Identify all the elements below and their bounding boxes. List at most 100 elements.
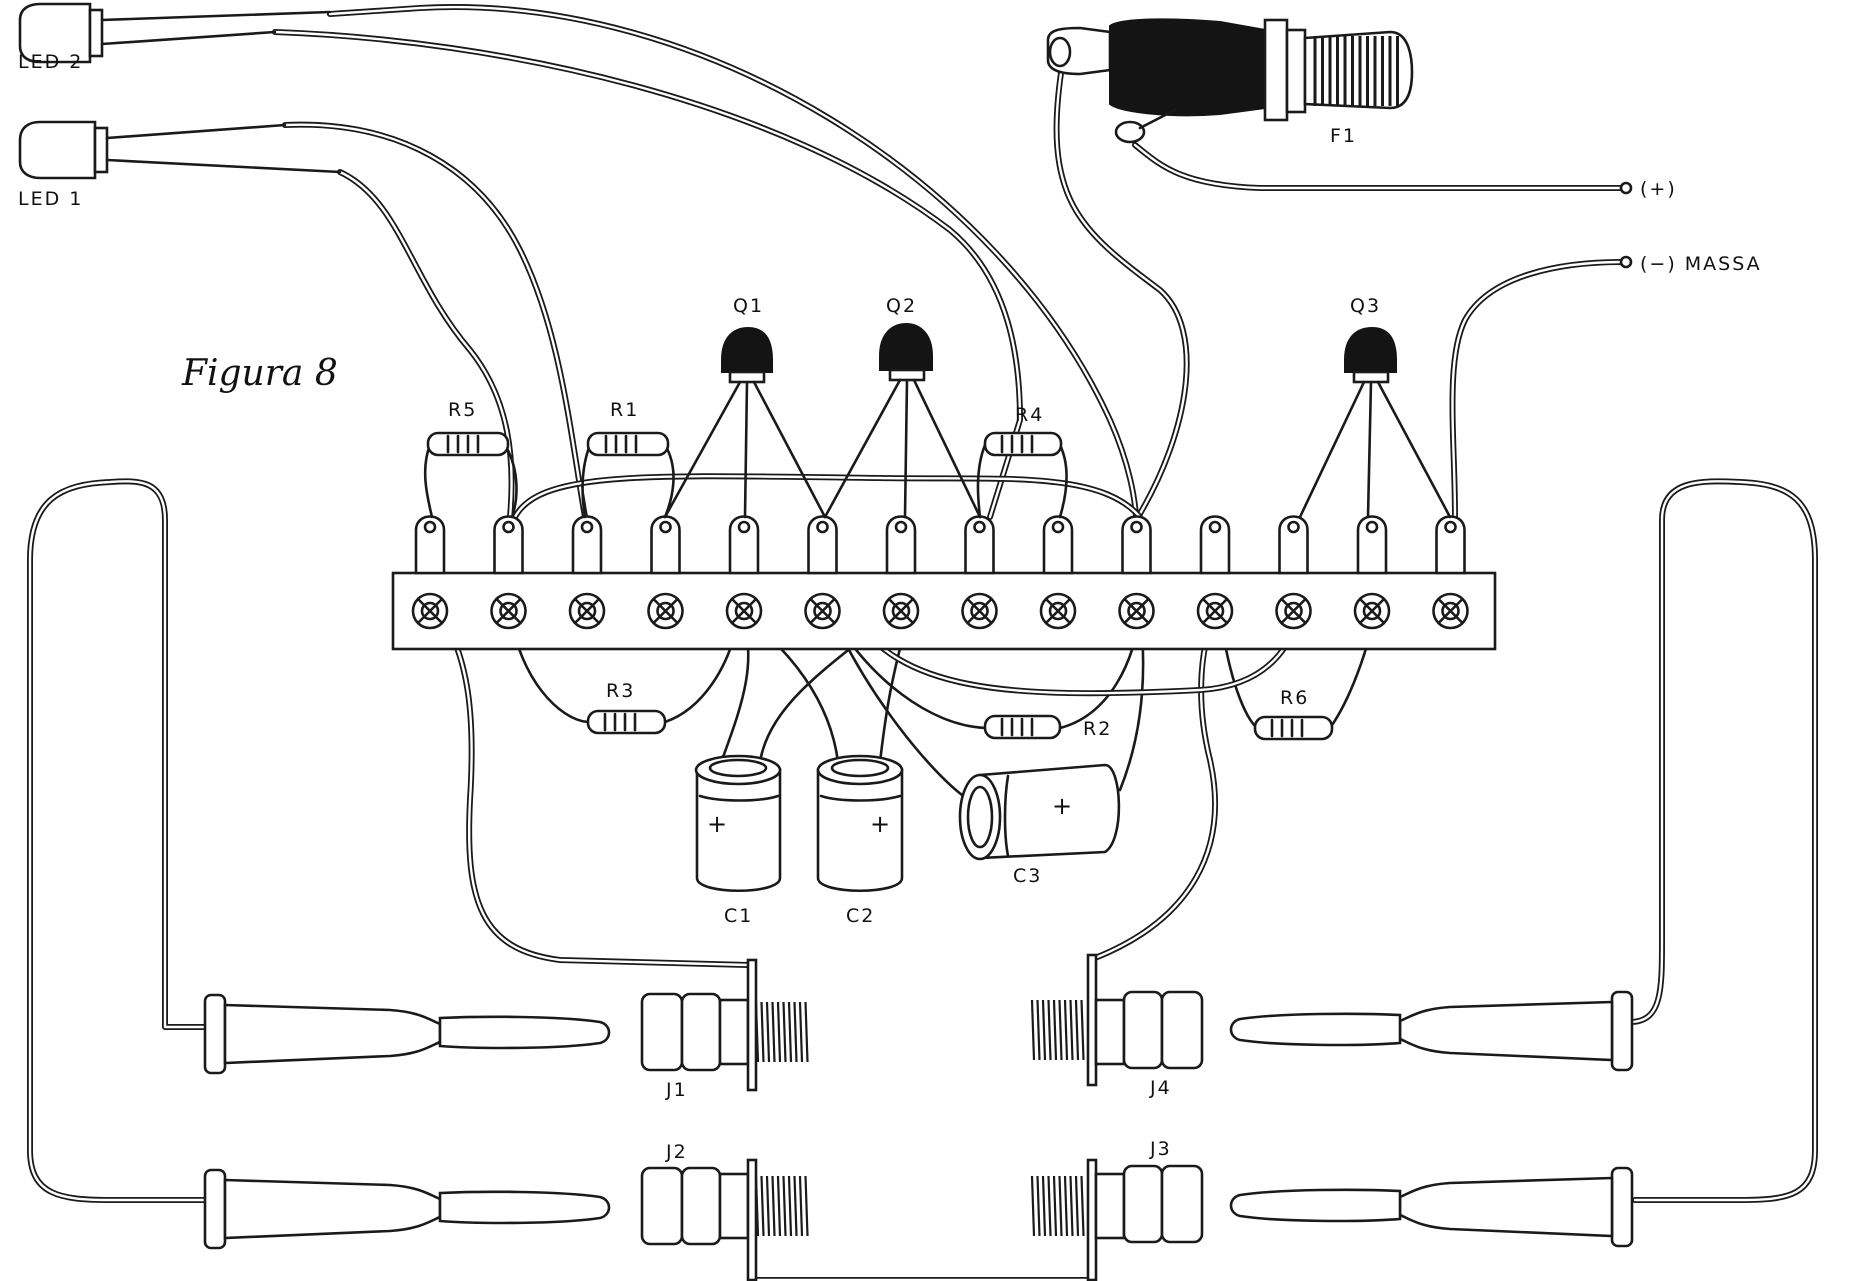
led-1-body — [18, 120, 97, 180]
q1-body — [721, 326, 773, 373]
j4-nut — [1094, 998, 1126, 1066]
transistor-q1: Q1 — [663, 295, 827, 519]
j3-sleeve-a — [1122, 1164, 1164, 1244]
plug-left-upper — [203, 993, 611, 1075]
q3-leads — [1298, 380, 1452, 519]
plug-right-upper-body — [1398, 1000, 1614, 1062]
strip-lug-hole — [502, 520, 515, 534]
fuse-tab-hole — [1048, 36, 1072, 68]
j1-sleeve-a — [640, 992, 684, 1072]
plug-left-upper-pin — [438, 1015, 611, 1050]
strip-lug — [964, 515, 995, 575]
ground-terminal-end — [1619, 255, 1633, 269]
strip-lug-hole — [659, 520, 672, 534]
j2-sleeve-b — [680, 1166, 722, 1246]
strip-lug-hole — [894, 520, 908, 534]
fuse-label: F1 — [1330, 125, 1357, 147]
r5-label: R5 — [448, 399, 477, 421]
fuse-nut — [1263, 18, 1289, 122]
strip-lug-hole — [423, 520, 437, 534]
positive-label: (+) — [1640, 178, 1677, 200]
plug-left-lower-pin — [438, 1190, 611, 1225]
jack-threads — [754, 1001, 809, 1063]
j4-sleeve-b — [1160, 990, 1204, 1070]
j3-sleeve-b — [1160, 1164, 1204, 1244]
capacitor-c1: + C1 — [694, 754, 782, 927]
strip-lug — [885, 515, 917, 575]
j3-label: J3 — [1149, 1138, 1172, 1160]
strip-lug-hole — [973, 520, 986, 534]
terminal-strip — [391, 515, 1497, 651]
resistor-r6: R6 — [1253, 687, 1334, 741]
q2-body — [879, 322, 933, 371]
resistor-r4: R4 — [976, 404, 1068, 519]
capacitor-c2: + C2 — [816, 754, 904, 927]
strip-lug-hole — [1444, 520, 1457, 534]
c1-plus: + — [707, 810, 727, 838]
wire-ground — [1449, 259, 1625, 520]
plug-left-lower — [203, 1168, 611, 1250]
strip-lug-hole — [1051, 520, 1065, 534]
fuse-body — [1109, 18, 1266, 117]
j2-label: J2 — [665, 1141, 688, 1163]
strip-lug — [1278, 515, 1309, 575]
plug-right-upper-pin — [1229, 1012, 1402, 1047]
ground-label: (−) MASSA — [1640, 253, 1762, 275]
strip-lug-hole — [1130, 520, 1143, 534]
plug-left-lower-body — [223, 1178, 442, 1240]
r1-body — [586, 431, 670, 457]
led-1: LED 1 — [18, 120, 342, 210]
plug-right-upper — [1229, 990, 1634, 1072]
q2-leads — [823, 378, 982, 519]
j2-sleeve-a — [640, 1166, 684, 1246]
fuse-washer — [1285, 28, 1307, 114]
transistor-q2: Q2 — [823, 295, 982, 519]
jack-threads — [1030, 999, 1085, 1061]
j1-lug — [746, 958, 758, 1092]
j4-sleeve-a — [1122, 990, 1164, 1070]
c1-label: C1 — [724, 905, 753, 927]
r3-body — [586, 709, 667, 735]
strip-lug-hole — [1208, 520, 1222, 534]
strip-lug-hole — [580, 520, 594, 534]
c3-plus: + — [1052, 792, 1072, 820]
q1-label: Q1 — [733, 295, 764, 317]
strip-board — [391, 571, 1497, 651]
led-1-lead-b — [105, 158, 342, 174]
led-1-flange — [93, 126, 109, 174]
r2-label: R2 — [1083, 718, 1112, 740]
strip-lug-hole — [816, 520, 829, 534]
resistor-r5: R5 — [423, 399, 518, 519]
jack-j4: J4 — [1030, 953, 1204, 1099]
plug-right-lower-body — [1398, 1176, 1614, 1238]
figure-title: Figura 8 — [181, 353, 338, 394]
transistor-q3: Q3 — [1298, 295, 1452, 519]
led-1-label: LED 1 — [18, 188, 83, 210]
resistor-r1: R1 — [581, 399, 675, 519]
j2-lug — [746, 1158, 758, 1281]
q1-leads — [663, 380, 827, 519]
led-2: LED 2 — [18, 2, 332, 73]
r3-label: R3 — [606, 680, 635, 702]
plug-right-lower-pin — [1229, 1188, 1402, 1223]
led-2-body — [18, 2, 92, 64]
led-2-flange — [88, 8, 104, 58]
r1-label: R1 — [610, 399, 639, 421]
strip-lug — [728, 515, 760, 575]
j2-nut — [718, 1172, 750, 1240]
strip-lug — [1356, 515, 1388, 575]
capacitor-c3: + C3 — [958, 763, 1121, 887]
j1-label: J1 — [665, 1079, 688, 1101]
j1-nut — [718, 998, 750, 1066]
positive-terminal-end — [1619, 181, 1633, 195]
strip-lug — [571, 515, 603, 575]
jack-j2: J2 — [640, 1141, 809, 1281]
strip-lug-hole — [1287, 520, 1300, 534]
c2-label: C2 — [846, 905, 875, 927]
q3-label: Q3 — [1350, 295, 1381, 317]
j4-label: J4 — [1149, 1077, 1172, 1099]
r6-body — [1253, 715, 1334, 741]
j3-nut — [1094, 1172, 1126, 1240]
